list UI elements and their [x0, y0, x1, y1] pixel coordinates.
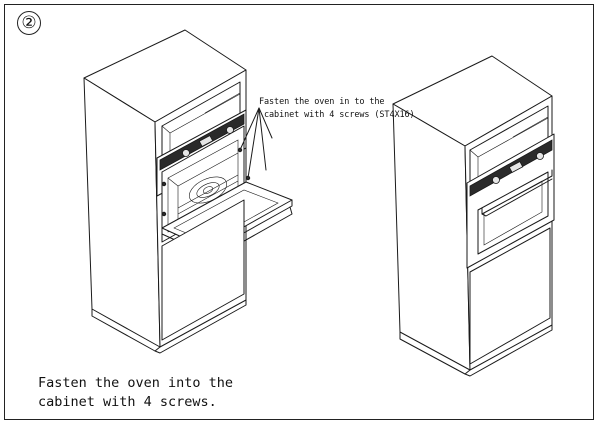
- diagram-frame: [4, 4, 594, 420]
- step-number-badge: ②: [17, 11, 41, 35]
- callout-leader-1: [239, 107, 260, 151]
- right-oven-display: [508, 160, 524, 174]
- screw-3: [161, 181, 167, 187]
- left-lower-drawer: [161, 199, 245, 341]
- right-oven-knob-1: [492, 176, 500, 184]
- screw-instruction-callout: Fasten the oven in to the cabinet with 4…: [259, 97, 415, 120]
- right-oven-door-handle: [481, 169, 553, 215]
- screw-1: [237, 147, 243, 153]
- right-oven-door: [477, 171, 549, 255]
- right-cabinet-side: [392, 103, 471, 371]
- right-oven-knob-2: [536, 152, 544, 160]
- step-caption: Fasten the oven into the cabinet with 4 …: [38, 375, 234, 410]
- callout-leader-3: [258, 107, 273, 139]
- screw-2: [245, 175, 251, 181]
- screw-4: [161, 211, 167, 217]
- callout-leader-2: [247, 107, 260, 179]
- callout-leader-4: [258, 107, 267, 171]
- cabinet-with-oven-door-open: [83, 29, 293, 354]
- right-lower-drawer: [469, 227, 551, 365]
- left-oven-display: [198, 134, 214, 148]
- left-oven-knob-1: [182, 149, 190, 157]
- left-cabinet-side: [83, 77, 161, 348]
- cabinet-with-oven-installed: [392, 55, 555, 377]
